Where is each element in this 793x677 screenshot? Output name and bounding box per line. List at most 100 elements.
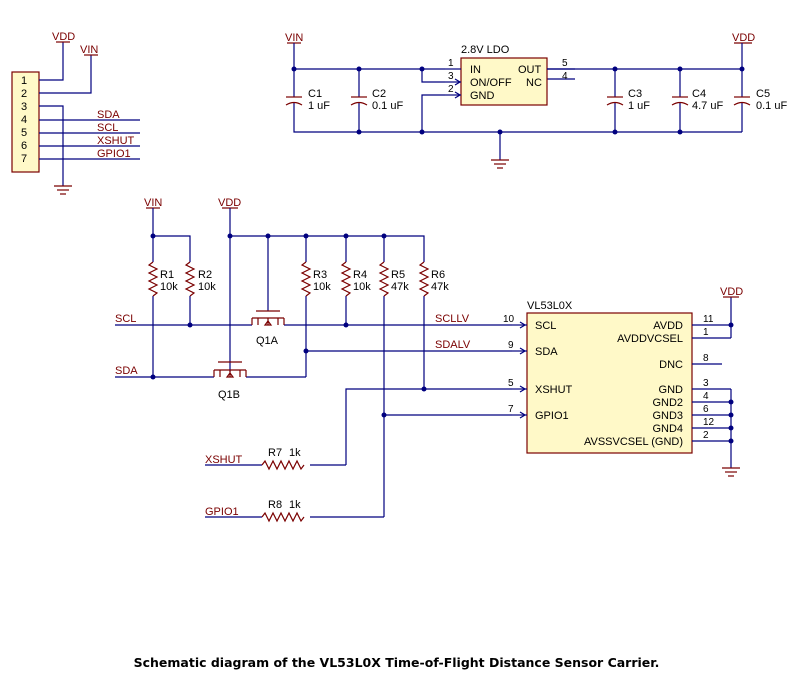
c2-ref: C2 — [372, 88, 386, 100]
resistor-r2-symbol — [184, 261, 196, 297]
gnd-arrow — [454, 91, 462, 99]
header-pin-1: 1 — [21, 75, 27, 87]
header-sda-label: SDA — [97, 109, 120, 121]
c4-ref: C4 — [692, 88, 706, 100]
c3-ref: C3 — [628, 88, 642, 100]
sensor-title: VL53L0X — [527, 300, 573, 312]
junction — [303, 233, 309, 239]
xshut-net-label: XSHUT — [205, 454, 243, 466]
ldo-pin-nc: NC — [526, 77, 542, 89]
junction — [356, 66, 362, 72]
r3-ref: R3 — [313, 269, 327, 281]
r2-ref: R2 — [198, 269, 212, 281]
junction — [728, 425, 734, 431]
header-pin-3: 3 — [21, 101, 27, 113]
junction — [728, 399, 734, 405]
sensor-pin-gnd: GND — [659, 384, 684, 396]
sensor-pin-avddvcsel: AVDDVCSEL — [617, 333, 683, 345]
schematic-diagram: 1 2 3 4 5 6 7 VDD VIN SDA SCL XSHUT GPIO… — [11, 31, 787, 523]
sensor-pin-gnd3: GND3 — [652, 410, 683, 422]
sensor-pin-dnc: DNC — [659, 359, 683, 371]
gpio1-net-label: GPIO1 — [205, 506, 239, 518]
resistor-r6-symbol — [418, 261, 430, 297]
capacitor-c5-symbol — [733, 96, 751, 106]
r7-ref: R7 — [268, 447, 282, 459]
onoff-tie — [421, 69, 445, 83]
vin-rail — [293, 43, 445, 70]
sensor-pinnum-avssvcsel: 2 — [703, 430, 709, 441]
capacitor-c4-symbol — [671, 96, 689, 106]
r4-value: 10k — [353, 281, 371, 293]
header-pin-4: 4 — [21, 114, 27, 126]
ldo-pin-gnd: GND — [470, 90, 495, 102]
q1a-label: Q1A — [256, 335, 279, 347]
resistor-r5-symbol — [378, 261, 390, 297]
sdalv-net-label: SDALV — [435, 339, 471, 351]
sensor-pin-gnd4: GND4 — [652, 423, 683, 435]
scllv-net-label: SCLLV — [435, 313, 470, 325]
ldo-pinnum-onoff: 3 — [448, 71, 454, 82]
sensor-pin-xshut: XSHUT — [535, 384, 573, 396]
junction — [356, 129, 362, 135]
sensor-pinnum-gnd2: 4 — [703, 391, 709, 402]
junction — [612, 66, 618, 72]
vin-pullup-rail — [152, 208, 191, 262]
sensor-pin-scl: SCL — [535, 320, 556, 332]
pin-arrow — [519, 411, 527, 419]
junction — [677, 66, 683, 72]
junction — [739, 66, 745, 72]
ldo-title: 2.8V LDO — [461, 44, 510, 56]
mosfet-q1b-symbol — [213, 361, 247, 378]
junction — [421, 386, 427, 392]
gnd-rail — [293, 103, 742, 133]
sensor-pinnum-avddvcsel: 1 — [703, 327, 709, 338]
junction — [381, 412, 387, 418]
r7-value: 1k — [289, 447, 301, 459]
r6-ref: R6 — [431, 269, 445, 281]
junction — [612, 129, 618, 135]
resistor-r8-symbol — [261, 511, 305, 523]
r3-value: 10k — [313, 281, 331, 293]
header-pin-6: 6 — [21, 140, 27, 152]
sensor-pinnum-gpio1: 7 — [508, 404, 514, 415]
sensor-vdd-label: VDD — [720, 286, 743, 298]
junction — [728, 322, 734, 328]
sda-net-label: SDA — [115, 365, 138, 377]
figure-caption: Schematic diagram of the VL53L0X Time-of… — [133, 655, 660, 670]
ldo-pinnum-gnd: 2 — [448, 84, 454, 95]
header-vdd-wire — [39, 42, 64, 81]
ldo-pinnum-in: 1 — [448, 58, 454, 69]
header-vdd-label: VDD — [52, 31, 75, 43]
sensor-pin-avdd: AVDD — [653, 320, 683, 332]
ldo-ground-symbol — [491, 159, 509, 169]
junction — [497, 129, 503, 135]
r4-ref: R4 — [353, 269, 367, 281]
sensor-pinnum-gnd: 3 — [703, 378, 709, 389]
r2-value: 10k — [198, 281, 216, 293]
junction — [728, 438, 734, 444]
sensor-pinnum-dnc: 8 — [703, 353, 709, 364]
c5-value: 0.1 uF — [756, 100, 787, 112]
scl-net-label: SCL — [115, 313, 136, 325]
header-pin-5: 5 — [21, 127, 27, 139]
junction — [150, 374, 156, 380]
ldo-pin-in: IN — [470, 64, 481, 76]
r1-value: 10k — [160, 281, 178, 293]
sensor-pin-sda: SDA — [535, 346, 558, 358]
ldo-vin-label: VIN — [285, 32, 303, 44]
junction — [381, 233, 387, 239]
header-gpio1-label: GPIO1 — [97, 148, 131, 160]
sensor-pin-gpio1: GPIO1 — [535, 410, 569, 422]
header-xshut-label: XSHUT — [97, 135, 135, 147]
sensor-pinnum-gnd3: 6 — [703, 404, 709, 415]
junction — [187, 322, 193, 328]
sensor-pin-gnd2: GND2 — [652, 397, 683, 409]
junction — [265, 233, 271, 239]
c1-ref: C1 — [308, 88, 322, 100]
sensor-pin-avssvcsel: AVSSVCSEL (GND) — [584, 436, 683, 448]
ls-vin-label: VIN — [144, 197, 162, 209]
sensor-pinnum-xshut: 5 — [508, 378, 514, 389]
vl53l0x-chip — [526, 312, 693, 454]
resistor-r1-symbol — [147, 261, 159, 297]
r1-ref: R1 — [160, 269, 174, 281]
